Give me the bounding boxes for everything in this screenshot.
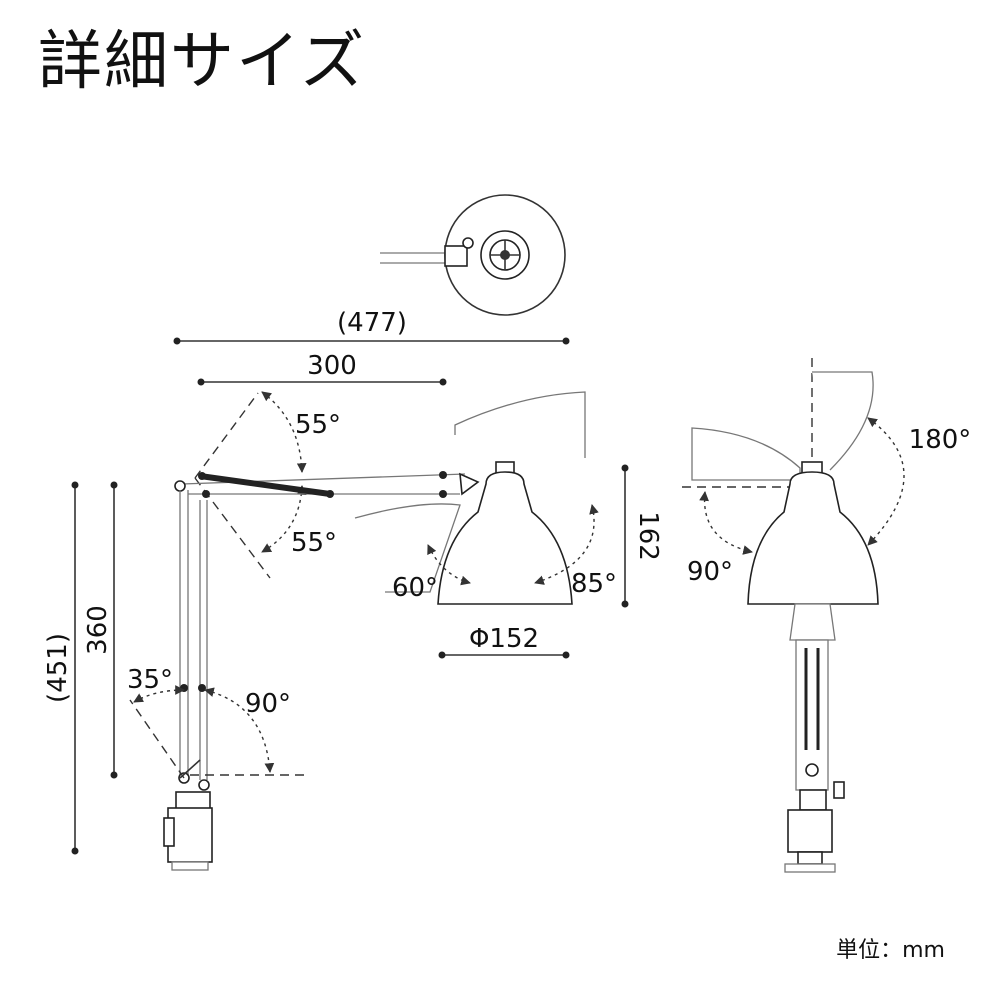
front-view-swivel-arc — [867, 417, 905, 546]
pole-base-link — [179, 759, 201, 779]
arm-length-end-right — [439, 378, 447, 386]
pole-tilt-forward-arc — [204, 687, 275, 773]
front-view-side-tilt-angle: 90° — [687, 557, 733, 587]
pole-height-label: 360 — [83, 605, 113, 655]
front-view-base-joint — [799, 789, 827, 811]
upper-arm-spring-joint — [326, 490, 334, 498]
front-view-swivel-ghost-right — [812, 371, 874, 471]
upper-arm-up-arc — [261, 391, 307, 473]
pole-mid-joint-2 — [198, 684, 206, 692]
shade-tilt-forward-angle: 85° — [571, 569, 617, 599]
upper-arm-up-limit — [194, 392, 259, 479]
front-view-clamp-foot — [784, 863, 836, 873]
shade-tilt-back-angle: 60° — [392, 573, 438, 603]
overall-reach-end-right — [562, 337, 570, 345]
clamp-screw — [163, 817, 175, 847]
overall-height-end-bottom — [71, 847, 79, 855]
shade-height-label: 162 — [633, 511, 663, 561]
upper-arm-front-joint-2 — [439, 490, 447, 498]
shade-height-end-bottom — [621, 600, 629, 608]
upper-arm-down-angle: 55° — [291, 528, 337, 558]
pole-base-joint-2 — [198, 779, 210, 791]
front-view-swivel-angle: 180° — [909, 425, 972, 455]
overall-reach-label: (477) — [337, 308, 407, 338]
overall-height-label: (451) — [43, 633, 73, 703]
side-view: 55° 55° 60° 85° 162 Φ152 — [43, 391, 663, 871]
pole-tilt-back-limit — [129, 699, 185, 779]
front-view-swivel-ghost-left — [691, 427, 801, 481]
arm-length-end-left — [197, 378, 205, 386]
top-view — [380, 194, 566, 316]
pole-height-end-top — [110, 481, 118, 489]
upper-arm-up-angle: 55° — [295, 410, 341, 440]
upper-arm-head-bracket — [459, 472, 480, 496]
arm-length-label: 300 — [307, 351, 357, 381]
front-view-shade — [747, 471, 879, 605]
front-view-clamp-neck — [797, 851, 823, 865]
unit-note: 単位：mm — [836, 938, 945, 963]
front-view-clamp — [787, 809, 833, 853]
upper-arm-spring — [199, 473, 331, 497]
upper-arm-rear-joint-2 — [198, 472, 206, 480]
clamp-foot — [171, 861, 209, 871]
shade-diameter-label: Φ152 — [469, 624, 539, 654]
front-view: 180° 90° — [682, 358, 972, 873]
front-view-joint — [805, 763, 819, 777]
top-view-knob — [462, 237, 474, 249]
shade-tilt-back-ghost — [454, 391, 586, 458]
upper-arm-rear-joint-3 — [202, 490, 210, 498]
clamp-body — [167, 807, 213, 863]
top-view-center — [500, 250, 510, 260]
overall-reach-dimension: (477) — [173, 308, 570, 345]
top-view-arm-joint — [444, 245, 468, 267]
shade-tilt-back-arc — [427, 544, 471, 586]
overall-height-end-top — [71, 481, 79, 489]
shade-height-end-top — [621, 464, 629, 472]
pole-height-end-bottom — [110, 771, 118, 779]
arm-length-dimension: 300 — [197, 351, 447, 386]
pole-tilt-back-angle: 35° — [127, 665, 173, 695]
upper-arm-front-joint-1 — [439, 471, 447, 479]
front-view-knob — [833, 781, 845, 799]
front-view-arm-top — [789, 603, 836, 641]
pole-tilt-forward-angle: 90° — [245, 689, 291, 719]
overall-reach-end-left — [173, 337, 181, 345]
shade-body — [437, 471, 573, 605]
front-view-side-tilt-arc — [699, 491, 753, 555]
page-title: 詳細サイズ — [38, 25, 367, 99]
upper-arm-rear-joint-1 — [174, 480, 186, 492]
pole-mid-joint-1 — [180, 684, 188, 692]
shade-tilt-forward-arc — [534, 504, 599, 585]
shade-diameter-end-left — [438, 651, 446, 659]
shade-diameter-end-right — [562, 651, 570, 659]
